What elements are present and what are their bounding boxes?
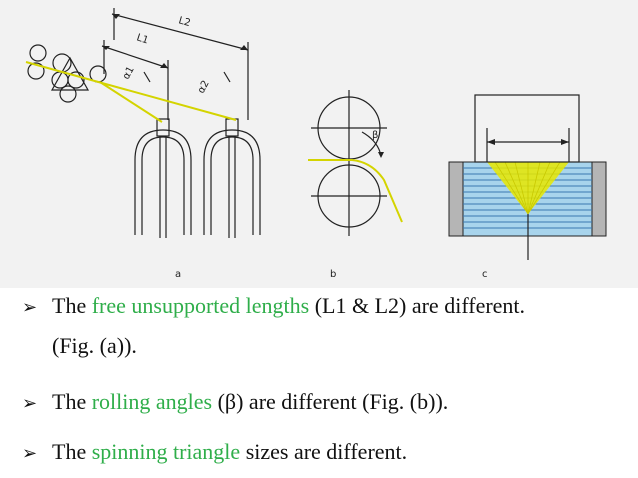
label-panel-a: a [175, 269, 181, 280]
yarn-path-a [25, 61, 237, 123]
bullet-item: ➢ The rolling angles (β) are different (F… [22, 384, 618, 422]
bullet-item: ➢ The spinning triangle sizes are differe… [22, 434, 618, 472]
bullet-text-pre: The [52, 389, 92, 414]
spindle-frame [141, 136, 185, 235]
spindle-top [156, 118, 170, 137]
beta-arrow [378, 152, 384, 158]
bullet-item: ➢ The free unsupported lengths (L1 & L2) … [22, 288, 618, 326]
bullet-highlight: free unsupported lengths [91, 293, 310, 318]
spinning-diagram-figure: L1 L2 α1 α2 a β b [0, 0, 638, 288]
bullet-arrow-icon: ➢ [22, 297, 38, 318]
bullet-highlight: spinning triangle [91, 439, 241, 464]
bullet-text-post: (β) are different (Fig. (b)). [212, 389, 449, 414]
spindle-frame [203, 129, 261, 235]
roller-cluster [50, 56, 90, 91]
bullet-continuation: (Fig. (a)). [52, 333, 137, 358]
bullet-arrow-icon: ➢ [22, 443, 38, 464]
label-L1: L1 [135, 32, 150, 46]
panel-b-drawing [311, 90, 387, 236]
bullet-text-post: (L1 & L2) are different. [309, 293, 526, 318]
drafting-roller [59, 85, 77, 103]
guide-left [448, 161, 464, 237]
label-alpha2: α2 [196, 79, 212, 96]
guide-right [591, 161, 607, 237]
panel-c-drawing [448, 94, 607, 260]
bullet-text-post: sizes are different. [240, 439, 408, 464]
label-L2: L2 [177, 15, 192, 29]
label-alpha1: α1 [121, 65, 137, 82]
dimension-arrows [102, 14, 248, 68]
bullet-text-pre: The [52, 293, 92, 318]
spindle-frame [134, 129, 192, 235]
drafting-roller [51, 71, 69, 89]
bullet-list: ➢ The free unsupported lengths (L1 & L2) … [0, 288, 638, 478]
yarn-path-b [308, 159, 403, 223]
label-panel-b: b [330, 269, 336, 280]
drafting-roller [27, 62, 45, 80]
bullet-text-pre: The [52, 439, 92, 464]
roller-top-frame [474, 94, 580, 163]
bullet-highlight: rolling angles [91, 389, 213, 414]
label-beta: β [372, 130, 378, 141]
label-panel-c: c [482, 269, 488, 280]
spindle-top [225, 118, 239, 137]
bullet-arrow-icon: ➢ [22, 393, 38, 414]
drafting-roller [67, 71, 85, 89]
spindle-frame [210, 136, 254, 235]
drafting-roller [29, 44, 47, 62]
